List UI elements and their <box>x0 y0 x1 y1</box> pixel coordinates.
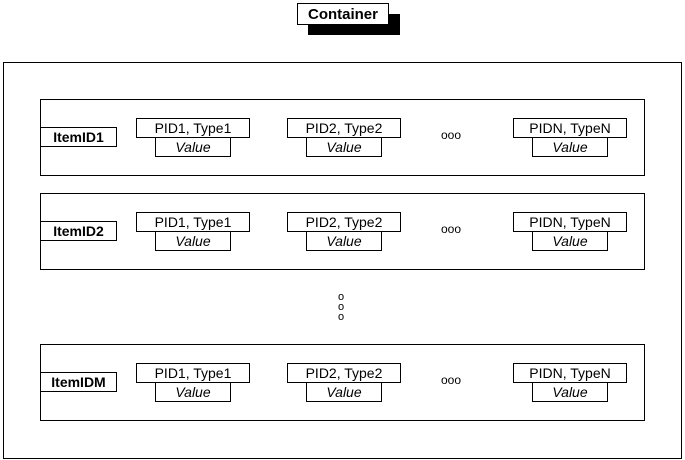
property-id-type: PID2, Type2 <box>287 118 401 138</box>
item-id: ItemIDM <box>40 372 117 392</box>
property-value: Value <box>155 137 231 157</box>
property-id-type: PID2, Type2 <box>287 363 401 383</box>
property-value: Value <box>306 231 382 251</box>
property-value: Value <box>532 137 608 157</box>
vertical-ellipsis: o o o <box>338 291 345 323</box>
property-id-type: PID1, Type1 <box>136 118 250 138</box>
property-id-type: PID1, Type1 <box>136 212 250 232</box>
container-title: Container <box>297 3 389 25</box>
item-id: ItemID2 <box>40 221 117 241</box>
property-id-type: PID2, Type2 <box>287 212 401 232</box>
property-id-type: PIDN, TypeN <box>513 363 627 383</box>
horizontal-ellipsis: ooo <box>441 373 462 387</box>
property-value: Value <box>155 231 231 251</box>
item-id: ItemID1 <box>40 127 117 147</box>
horizontal-ellipsis: ooo <box>441 128 462 142</box>
property-id-type: PID1, Type1 <box>136 363 250 383</box>
property-id-type: PIDN, TypeN <box>513 118 627 138</box>
ellipsis-dot: o <box>338 291 345 303</box>
property-value: Value <box>155 382 231 402</box>
ellipsis-dot: o <box>338 311 345 323</box>
property-value: Value <box>306 382 382 402</box>
horizontal-ellipsis: ooo <box>441 222 462 236</box>
property-id-type: PIDN, TypeN <box>513 212 627 232</box>
property-value: Value <box>532 382 608 402</box>
property-value: Value <box>306 137 382 157</box>
ellipsis-dot: o <box>338 301 345 313</box>
property-value: Value <box>532 231 608 251</box>
